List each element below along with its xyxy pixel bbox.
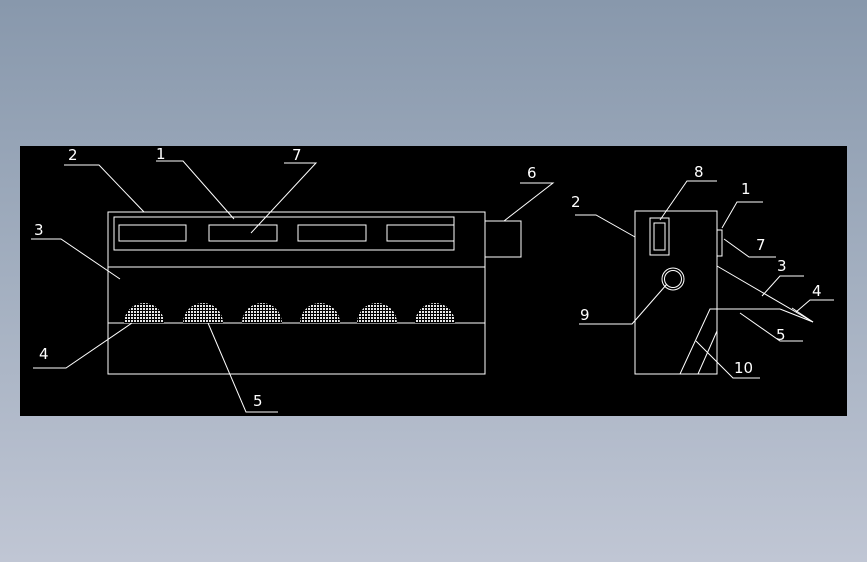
leader-1-side — [721, 201, 763, 229]
label-6-front: 6 — [527, 164, 537, 182]
front-view: 2 1 7 6 3 4 5 — [31, 146, 555, 413]
roller-dome-4 — [300, 303, 340, 323]
label-1-side: 1 — [741, 180, 751, 198]
leader-7-side — [723, 238, 776, 258]
roller-dome-3 — [242, 303, 282, 323]
leader-2-side — [575, 214, 636, 238]
leader-7-front — [250, 162, 318, 234]
side-window-outer — [649, 217, 670, 256]
leader-4-side — [795, 299, 834, 313]
label-5-front: 5 — [253, 392, 263, 410]
top-window-3 — [297, 224, 367, 242]
knob-9-outer — [661, 267, 685, 291]
label-5-side: 5 — [776, 326, 786, 344]
label-7-side: 7 — [756, 236, 766, 254]
label-4-side: 4 — [812, 282, 822, 300]
top-window-4 — [386, 224, 455, 242]
leader-1-front — [156, 160, 235, 220]
cad-drawing-svg: 2 1 7 6 3 4 5 8 2 1 7 3 — [31, 146, 834, 413]
leader-3-side — [761, 275, 804, 297]
label-8-side: 8 — [694, 163, 704, 181]
leader-5-front — [207, 322, 278, 413]
label-3-front: 3 — [34, 221, 44, 239]
label-3-side: 3 — [777, 257, 787, 275]
chute-left-edge — [679, 308, 717, 375]
label-9-side: 9 — [580, 306, 590, 324]
motor-box — [484, 220, 522, 258]
leader-6-front — [503, 182, 555, 222]
top-window-2 — [208, 224, 278, 242]
side-panel-7 — [716, 229, 723, 257]
knob-9-inner — [664, 270, 682, 288]
leader-10-side — [695, 340, 760, 379]
leader-3-front — [31, 238, 121, 280]
label-4-front: 4 — [39, 345, 49, 363]
tray-4-slope — [716, 265, 814, 323]
label-7-front: 7 — [292, 146, 302, 164]
side-window-inner — [653, 222, 666, 251]
roller-dome-2 — [183, 303, 223, 323]
side-body-outline — [634, 210, 718, 375]
label-1-front: 1 — [156, 146, 166, 163]
side-view: 8 2 1 7 3 4 5 9 10 — [571, 163, 834, 379]
top-window-1 — [118, 224, 187, 242]
leader-5-side — [739, 312, 803, 342]
leader-2-front — [64, 164, 145, 213]
label-2-front: 2 — [68, 146, 78, 164]
tray-5-tip — [779, 308, 814, 323]
top-panel-frame — [113, 216, 455, 251]
label-10-side: 10 — [734, 359, 753, 377]
label-2-side: 2 — [571, 193, 581, 211]
roller-dome-5 — [357, 303, 397, 323]
machine-body-outline — [107, 211, 486, 375]
roller-dome-1 — [124, 303, 164, 323]
leader-9-side — [579, 283, 668, 325]
cad-drawing-canvas: 2 1 7 6 3 4 5 8 2 1 7 3 — [20, 146, 847, 416]
leader-8-side — [659, 180, 717, 221]
leader-4-front — [33, 322, 133, 369]
tray-4-edge — [791, 307, 814, 323]
roller-dome-6 — [415, 303, 455, 323]
